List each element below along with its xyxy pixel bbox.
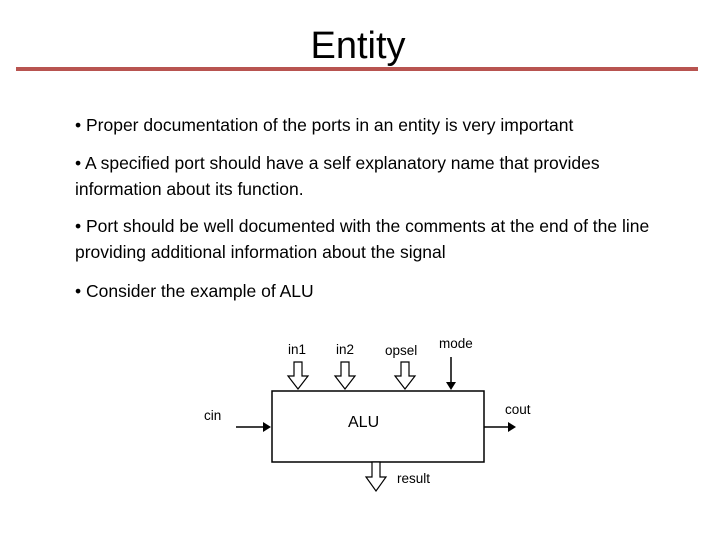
bullet-port-comments: • Port should be well documented with th… bbox=[75, 216, 650, 262]
port-label-result: result bbox=[397, 471, 431, 486]
port-label-cout: cout bbox=[505, 402, 531, 417]
port-label-cin: cin bbox=[204, 408, 222, 423]
slide-title: Entity bbox=[310, 25, 406, 67]
in1-arrow bbox=[286, 361, 310, 390]
alu-block-label: ALU bbox=[348, 414, 380, 431]
port-label-opsel: opsel bbox=[385, 343, 418, 358]
result-arrow bbox=[364, 461, 388, 493]
bullet-port-naming: • A specified port should have a self ex… bbox=[75, 153, 600, 199]
in2-arrow bbox=[333, 361, 357, 390]
title-divider bbox=[16, 67, 698, 71]
mode-arrow-head bbox=[446, 382, 456, 390]
bullet-documentation: • Proper documentation of the ports in a… bbox=[75, 115, 574, 135]
bullet-alu-example: • Consider the example of ALU bbox=[75, 281, 314, 301]
opsel-arrow bbox=[393, 361, 417, 390]
cout-arrow-head bbox=[508, 422, 516, 432]
cin-arrow-head bbox=[263, 422, 271, 432]
port-label-in1: in1 bbox=[288, 342, 307, 357]
port-label-mode: mode bbox=[439, 336, 473, 351]
port-label-in2: in2 bbox=[336, 342, 355, 357]
